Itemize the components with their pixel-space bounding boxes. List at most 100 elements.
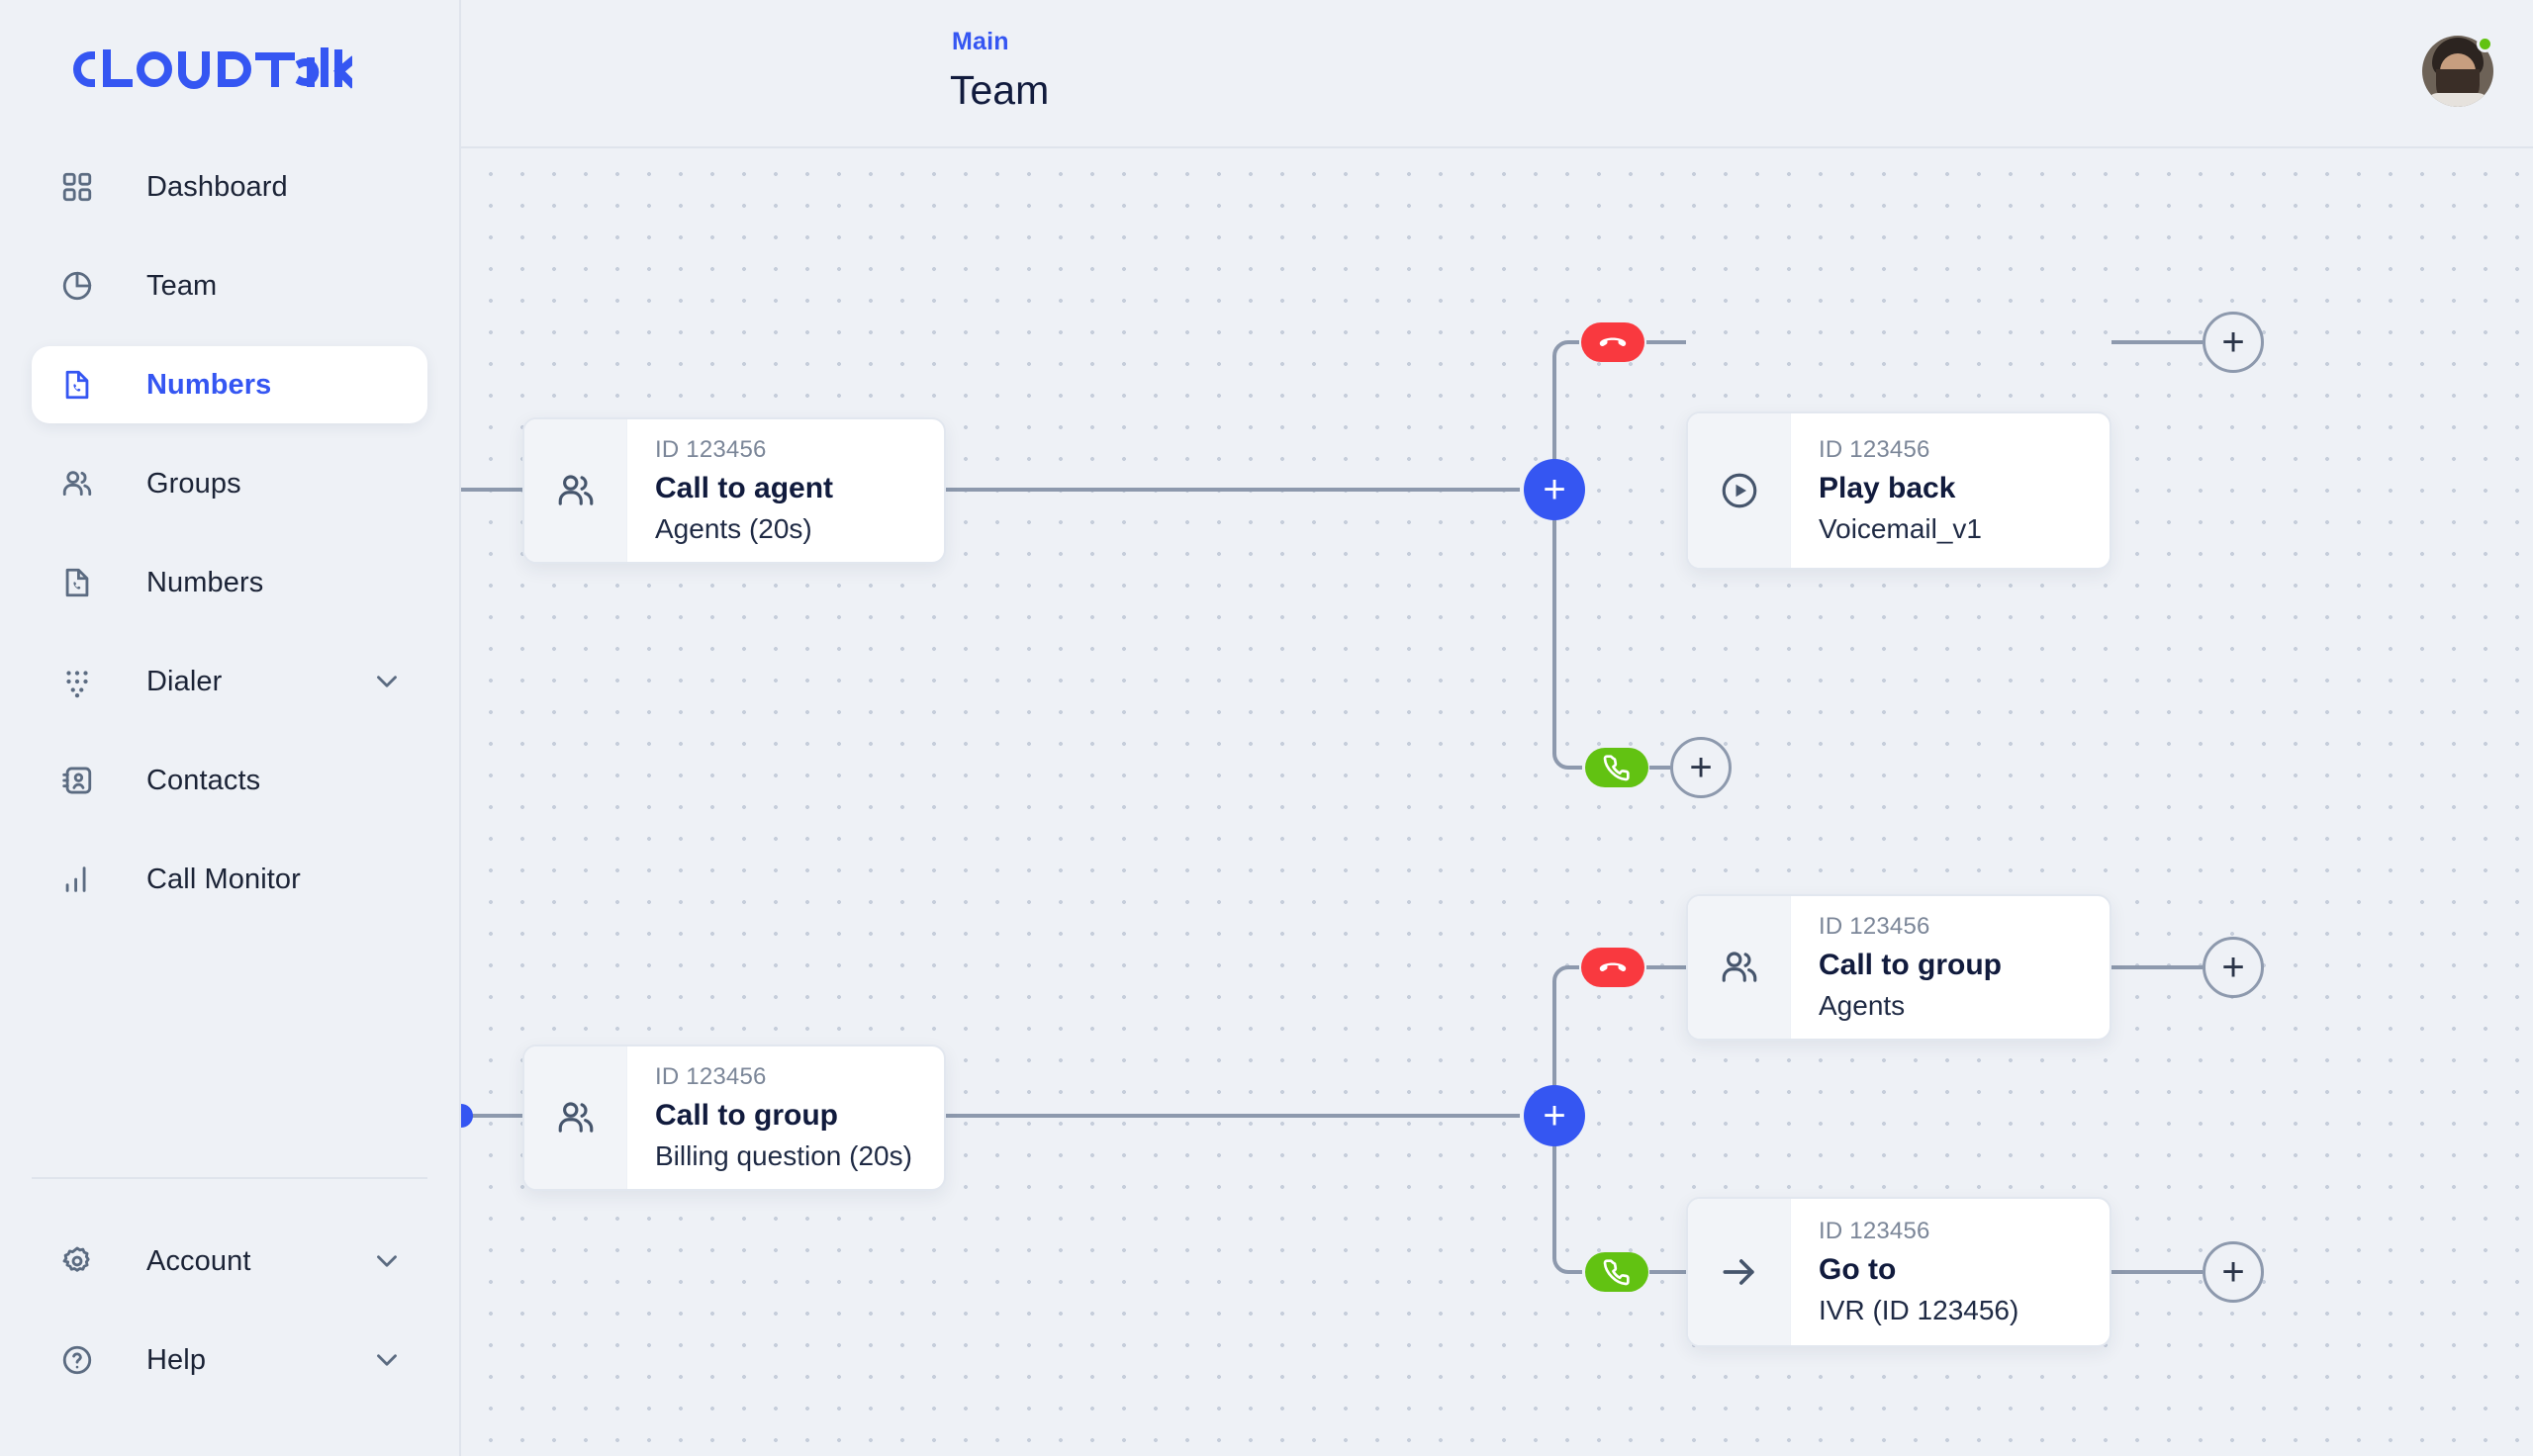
flow-edges <box>461 340 2203 1274</box>
sidebar-nav: Dashboard Team <box>0 148 459 940</box>
users-icon <box>1688 896 1791 1039</box>
flow-node-call-to-group-main[interactable]: ID 123456 Call to group Billing question… <box>522 1045 946 1191</box>
sidebar-item-label: Account <box>146 1244 251 1277</box>
node-subtitle: Agents (20s) <box>655 513 812 544</box>
flow-node-call-to-agent[interactable]: ID 123456 Call to agent Agents (20s) <box>522 417 946 564</box>
phone-icon <box>1603 1259 1630 1286</box>
chevron-down-icon[interactable] <box>370 1343 404 1377</box>
sidebar-item-label: Team <box>146 269 218 302</box>
flow-node-call-to-group-agents[interactable]: ID 123456 Call to group Agents <box>1686 894 2111 1041</box>
pie-chart-icon <box>55 264 99 308</box>
sidebar-item-numbers[interactable]: Numbers <box>32 544 427 621</box>
node-title: Play back <box>1819 472 1956 504</box>
cloudtalk-logo-icon <box>73 47 352 89</box>
sidebar-item-numbers-active[interactable]: Numbers <box>32 346 427 423</box>
node-body: ID 123456 Call to group Billing question… <box>627 1046 942 1189</box>
call-flow-canvas[interactable]: ID 123456 Call to agent Agents (20s) + <box>461 148 2533 1456</box>
sidebar-item-label: Help <box>146 1343 207 1376</box>
branch-badge-unanswered-bottom[interactable] <box>1581 948 1644 987</box>
node-id: ID 123456 <box>1819 436 1930 463</box>
node-body: ID 123456 Call to group Agents <box>1791 896 2031 1039</box>
sidebar-item-dashboard[interactable]: Dashboard <box>32 148 427 226</box>
add-step-button-after-play-back[interactable]: + <box>2203 312 2264 373</box>
branch-badge-answered-top[interactable] <box>1585 748 1648 787</box>
users-icon <box>55 462 99 505</box>
node-subtitle: Voicemail_v1 <box>1819 513 1982 544</box>
phone-icon <box>1603 755 1630 781</box>
sidebar-item-help[interactable]: Help <box>32 1321 427 1399</box>
sidebar-item-label: Groups <box>146 467 241 500</box>
node-subtitle: Billing question (20s) <box>655 1140 912 1171</box>
plus-icon: + <box>1543 468 1566 511</box>
grid-icon <box>55 165 99 209</box>
dialpad-icon <box>55 660 99 703</box>
sidebar-item-label: Call Monitor <box>146 863 301 895</box>
sidebar-item-label: Dashboard <box>146 170 288 203</box>
node-id: ID 123456 <box>655 1063 767 1090</box>
chevron-down-icon[interactable] <box>370 1244 404 1278</box>
brand-logo[interactable] <box>0 0 459 148</box>
plus-icon: + <box>1689 746 1713 789</box>
users-icon <box>524 419 627 562</box>
sidebar-item-label: Dialer <box>146 665 223 697</box>
phone-hangup-icon <box>1599 337 1627 346</box>
node-subtitle: IVR (ID 123456) <box>1819 1295 2019 1325</box>
sidebar-item-call-monitor[interactable]: Call Monitor <box>32 841 427 918</box>
sidebar: Dashboard Team <box>0 0 461 1456</box>
sidebar-item-account[interactable]: Account <box>32 1223 427 1300</box>
plus-icon: + <box>1543 1094 1566 1138</box>
node-title: Call to group <box>655 1099 838 1132</box>
node-body: ID 123456 Go to IVR (ID 123456) <box>1791 1199 2048 1345</box>
contact-card-icon <box>55 759 99 802</box>
node-body: ID 123456 Play back Voicemail_v1 <box>1791 413 2012 568</box>
chevron-down-icon[interactable] <box>370 665 404 698</box>
page-title: Team <box>950 67 1050 113</box>
status-badge <box>2477 36 2493 52</box>
flow-node-play-back[interactable]: ID 123456 Play back Voicemail_v1 <box>1686 411 2111 570</box>
add-step-button-after-go-to[interactable]: + <box>2203 1241 2264 1303</box>
node-id: ID 123456 <box>655 436 767 463</box>
play-circle-icon <box>1688 413 1791 568</box>
gear-icon <box>55 1239 99 1283</box>
add-step-button-primary-bottom[interactable]: + <box>1524 1085 1585 1146</box>
document-phone-icon <box>55 561 99 604</box>
user-avatar-button[interactable] <box>2422 36 2493 107</box>
avatar-shirt <box>2426 93 2489 107</box>
add-step-button-primary-top[interactable]: + <box>1524 459 1585 520</box>
arrow-right-icon <box>1688 1199 1791 1345</box>
branch-badge-answered-bottom[interactable] <box>1585 1252 1648 1292</box>
bar-chart-icon <box>55 858 99 901</box>
sidebar-item-team[interactable]: Team <box>32 247 427 324</box>
sidebar-item-groups[interactable]: Groups <box>32 445 427 522</box>
plus-icon: + <box>2221 320 2245 364</box>
add-step-button-answered-top[interactable]: + <box>1670 737 1732 798</box>
node-id: ID 123456 <box>1819 913 1930 940</box>
node-id: ID 123456 <box>1819 1218 1930 1244</box>
sidebar-item-contacts[interactable]: Contacts <box>32 742 427 819</box>
node-body: ID 123456 Call to agent Agents (20s) <box>627 419 863 562</box>
node-subtitle: Agents <box>1819 990 1906 1021</box>
node-title: Go to <box>1819 1253 1897 1286</box>
main-area: Main Team <box>461 0 2533 1456</box>
breadcrumb[interactable]: Main <box>952 28 1009 55</box>
sidebar-item-dialer[interactable]: Dialer <box>32 643 427 720</box>
phone-hangup-icon <box>1599 962 1627 971</box>
plus-icon: + <box>2221 1250 2245 1294</box>
document-phone-icon <box>55 363 99 407</box>
node-title: Call to group <box>1819 949 2002 981</box>
question-circle-icon <box>55 1338 99 1382</box>
sidebar-item-label: Contacts <box>146 764 261 796</box>
flow-node-go-to-ivr[interactable]: ID 123456 Go to IVR (ID 123456) <box>1686 1197 2111 1347</box>
node-title: Call to agent <box>655 472 834 504</box>
branch-badge-unanswered-top[interactable] <box>1581 322 1644 362</box>
avatar <box>2422 36 2493 107</box>
top-bar: Main Team <box>461 0 2533 148</box>
sidebar-bottom: Account Help <box>0 1177 459 1456</box>
flow-entry-dot <box>461 1104 473 1128</box>
sidebar-item-label: Numbers <box>146 368 272 401</box>
sidebar-divider <box>32 1177 427 1179</box>
plus-icon: + <box>2221 946 2245 989</box>
users-icon <box>524 1046 627 1189</box>
add-step-button-after-call-to-group[interactable]: + <box>2203 937 2264 998</box>
